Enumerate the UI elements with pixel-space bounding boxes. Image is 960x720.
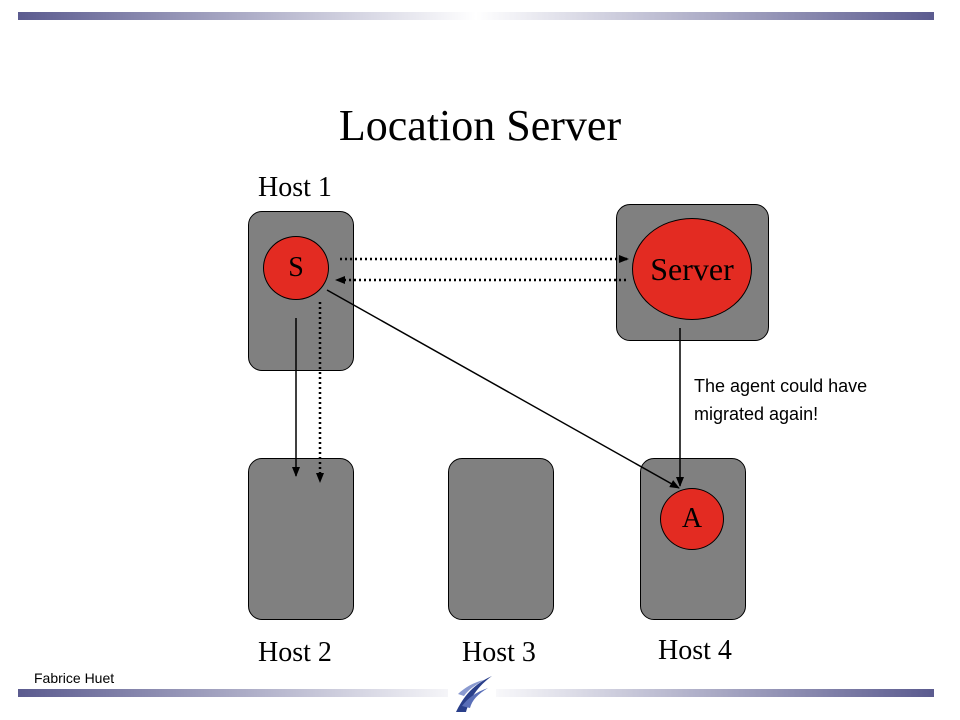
- inria-logo-icon: [448, 672, 496, 716]
- top-gradient-bar: [18, 12, 934, 20]
- slide-title: Location Server: [338, 101, 622, 150]
- arrow-source-to-agent: [326, 289, 680, 489]
- host-2-box: [248, 458, 354, 620]
- note-line-2: migrated again!: [694, 404, 819, 424]
- source-node: S: [263, 236, 329, 300]
- server-node: Server: [632, 218, 752, 320]
- host-1-label: Host 1: [258, 172, 332, 203]
- host-2-label: Host 2: [258, 637, 332, 668]
- host-3-label: Host 3: [462, 637, 536, 668]
- host-4-label: Host 4: [658, 635, 732, 666]
- migration-note: The agent could have migrated again!: [694, 372, 867, 428]
- agent-node: A: [660, 488, 724, 550]
- note-line-1: The agent could have: [694, 376, 868, 396]
- host-3-box: [448, 458, 554, 620]
- author-label: Fabrice Huet: [34, 670, 115, 686]
